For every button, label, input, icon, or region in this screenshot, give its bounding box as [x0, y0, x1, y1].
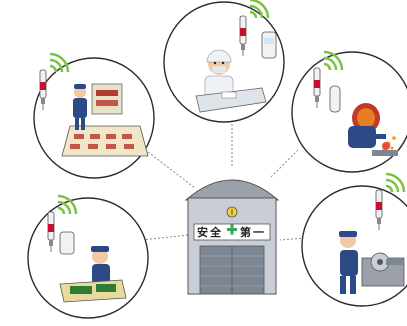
factory-building: 安 全 第 一 [186, 180, 278, 294]
connector-food [148, 152, 195, 188]
connector-pcb [142, 235, 188, 240]
scene-food-packaging [34, 54, 154, 178]
scene-welding [292, 52, 407, 172]
scene-pcb-assembly [28, 196, 148, 318]
sign-char-2: 全 [209, 225, 222, 239]
sign-char-3: 第 [240, 225, 251, 239]
sign-char-4: 一 [253, 226, 264, 239]
scene-lathe-machining [302, 174, 407, 306]
scene-cleanroom-worker [164, 0, 284, 122]
factory-badge-icon [227, 207, 237, 217]
sign-char-1: 安 [197, 225, 208, 239]
connector-welding [270, 150, 298, 178]
connector-lathe [280, 238, 305, 240]
